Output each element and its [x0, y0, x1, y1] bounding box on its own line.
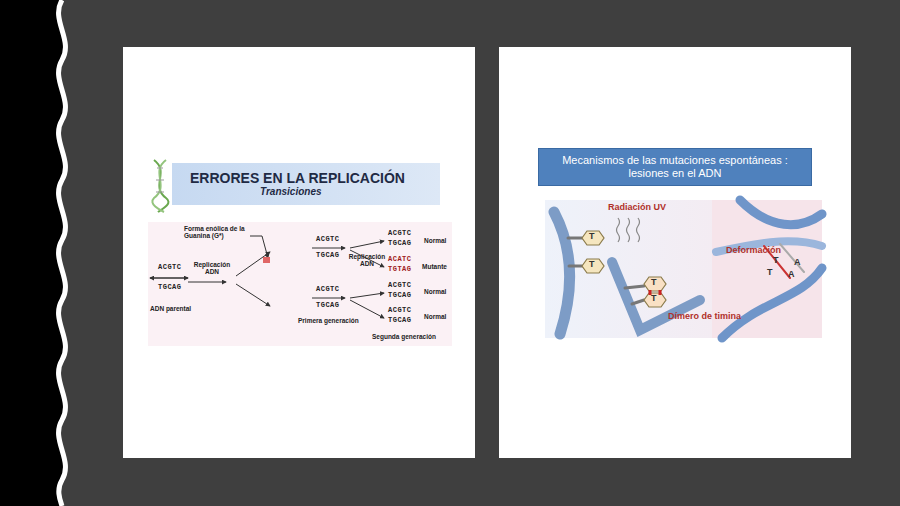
dna-sequence: TGCAG	[158, 284, 182, 291]
dna-icon	[152, 160, 168, 212]
base-letter: T	[651, 294, 657, 303]
heading-box: Mecanismos de las mutaciones espontáneas…	[538, 148, 812, 186]
base-letter: T	[773, 256, 779, 265]
heading-text: ERRORES EN LA REPLICACIÓN	[190, 170, 432, 187]
figure-label: Dímero de timina	[668, 312, 741, 321]
stage-label: Segunda generación	[372, 334, 436, 341]
left-panel	[123, 47, 475, 458]
subheading-text: Transiciones	[190, 186, 432, 198]
base-letter: T	[651, 278, 657, 287]
dna-sequence: ACGTC	[158, 264, 182, 271]
result-label: Normal	[424, 289, 446, 296]
dna-sequence: ACGTC	[388, 282, 412, 289]
scheme-ground	[148, 222, 452, 346]
result-label: Normal	[424, 314, 446, 321]
base-letter: T	[589, 260, 595, 269]
dna-sequence: TGTAG	[388, 266, 412, 273]
dna-sequence: TGCAG	[388, 240, 412, 247]
dna-sequence: ACGTC	[388, 307, 412, 314]
base-letter: A	[794, 258, 801, 267]
base-letter: T	[589, 232, 595, 241]
dna-sequence: TGCAG	[316, 302, 340, 309]
dna-sequence: TGCAG	[388, 317, 412, 324]
right-panel	[499, 47, 851, 458]
side-strip	[0, 0, 65, 506]
dna-sequence: TGCAG	[316, 252, 340, 259]
lesion-ground	[545, 200, 822, 338]
heading-text: Mecanismos de las mutaciones espontáneas…	[547, 154, 803, 180]
base-letter: A	[788, 270, 795, 279]
step-label: Replicación ADN	[346, 254, 388, 268]
figure-label: Radiación UV	[608, 203, 666, 212]
figure-label: Deformación	[726, 246, 781, 255]
step-label: Replicación ADN	[192, 262, 232, 276]
stage-label: ADN parental	[150, 306, 191, 313]
result-label: Mutante	[422, 264, 447, 271]
dna-sequence: ACGTC	[388, 230, 412, 237]
result-label: Normal	[424, 238, 446, 245]
title-band: ERRORES EN LA REPLICACIÓNTransiciones	[172, 163, 440, 205]
uv-waves	[617, 218, 640, 242]
dna-sequence: ACATC	[388, 256, 412, 263]
dna-sequence: ACGTC	[316, 286, 340, 293]
dna-sequence: TGCAG	[388, 292, 412, 299]
base-letter: T	[767, 268, 773, 277]
thymine-bases	[582, 231, 666, 307]
replication-arrows	[150, 236, 384, 318]
dna-sequence: ACGTC	[316, 236, 340, 243]
wavy-edge	[59, 0, 66, 506]
callout-note: Forma enólica de la Guanina (G*)	[184, 226, 248, 240]
stage-label: Primera generación	[298, 318, 359, 325]
